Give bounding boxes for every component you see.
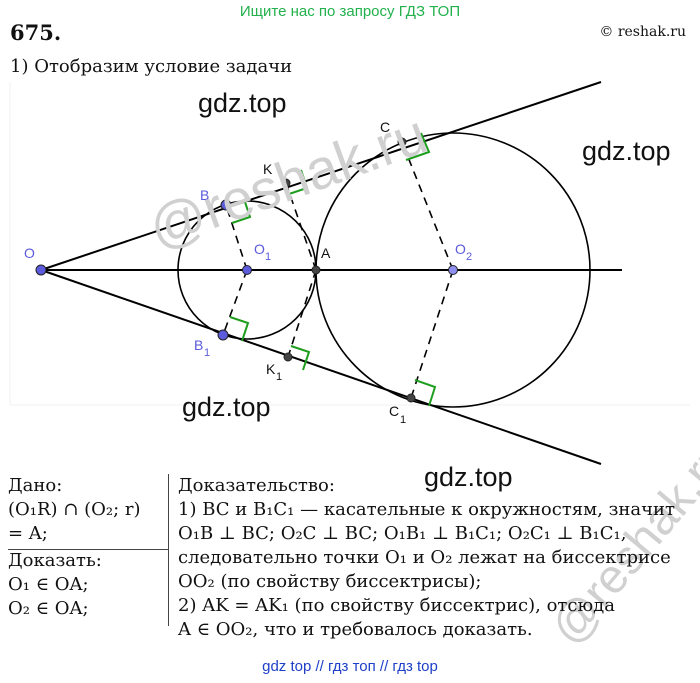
label-C1-sub: 1 xyxy=(400,414,406,426)
label-O1: O xyxy=(254,241,265,257)
proof-line-2: O₁B ⊥ BC; O₂C ⊥ BC; O₁B₁ ⊥ B₁C₁; O₂C₁ ⊥ … xyxy=(178,523,627,544)
point-C1 xyxy=(406,393,416,403)
proof-line-6: A ∈ OO₂, что и требовалось доказать. xyxy=(178,619,533,640)
label-O: O xyxy=(24,245,35,261)
radius-O2C1 xyxy=(410,269,454,399)
proof-line-4: OO₂ (по свойству биссектрисы); xyxy=(178,571,482,592)
prove-line-2: O₂ ∈ OA; xyxy=(8,598,89,619)
point-O1 xyxy=(242,265,252,275)
label-B: B xyxy=(200,187,209,203)
point-B1 xyxy=(217,329,229,341)
label-C: C xyxy=(380,119,390,135)
label-A: A xyxy=(321,245,331,261)
label-K: K xyxy=(263,161,273,177)
tangent-lower-line xyxy=(40,269,602,465)
given-section: Дано: (O₁R) ∩ (O₂; r) = A; Доказать: O₁ … xyxy=(8,474,168,621)
vertical-divider xyxy=(168,474,169,626)
radius-O1B xyxy=(225,204,248,271)
prove-title: Доказать: xyxy=(8,550,102,571)
intro-text: 1) Отобразим условие задачи xyxy=(10,56,293,77)
given-title: Дано: xyxy=(8,475,63,496)
watermark-gdz-1: gdz.top xyxy=(198,88,287,118)
diagram-background-lines xyxy=(9,82,690,406)
given-line-1: (O₁R) ∩ (O₂; r) xyxy=(8,499,141,520)
prove-line-1: O₁ ∈ OA; xyxy=(8,574,89,595)
label-K1-sub: 1 xyxy=(276,371,282,383)
geometry-diagram: O O 1 A O 2 B B 1 C C 1 K K 1 xyxy=(9,81,690,465)
footer-links[interactable]: gdz top // гдз топ // гдз top xyxy=(262,658,438,675)
label-O1-sub: 1 xyxy=(265,251,271,263)
point-A xyxy=(311,265,321,275)
given-line-2: = A; xyxy=(8,523,48,544)
proof-section: Доказательство: 1) BC и B₁C₁ — касательн… xyxy=(178,474,698,642)
point-B xyxy=(220,199,232,211)
point-K1 xyxy=(283,352,293,362)
segment-AK1 xyxy=(287,269,317,358)
proof-line-3: следовательно точки O₁ и O₂ лежат на бис… xyxy=(178,547,671,568)
watermark-gdz-3: gdz.top xyxy=(182,392,271,422)
tangent-upper-line xyxy=(40,81,602,271)
watermark-gdz-2: gdz.top xyxy=(582,136,671,166)
label-O2-sub: 2 xyxy=(466,251,472,263)
right-angle-markers xyxy=(229,132,437,407)
point-O xyxy=(35,264,47,276)
label-K1: K xyxy=(266,361,276,377)
point-K xyxy=(281,178,291,188)
radius-O1B1 xyxy=(222,269,248,336)
top-banner[interactable]: Ищите нас по запросу ГДЗ ТОП xyxy=(239,3,461,20)
copyright: © reshak.ru xyxy=(599,24,686,40)
point-C xyxy=(397,137,407,147)
label-C1: C xyxy=(389,403,399,419)
watermark-gdz-4: gdz.top xyxy=(424,462,513,492)
problem-number: 675. xyxy=(10,20,62,45)
point-O2 xyxy=(448,265,458,275)
horizontal-divider xyxy=(8,549,168,550)
segment-AK xyxy=(285,182,317,271)
proof-line-1: 1) BC и B₁C₁ — касательные к окружностям… xyxy=(178,499,675,520)
proof-title: Доказательство: xyxy=(178,475,335,496)
label-B1: B xyxy=(194,337,203,353)
proof-line-5: 2) AK = AK₁ (по свойству биссектрис), от… xyxy=(178,595,615,616)
radius-O2C xyxy=(401,141,454,271)
label-O2: O xyxy=(455,241,466,257)
label-B1-sub: 1 xyxy=(204,347,210,359)
